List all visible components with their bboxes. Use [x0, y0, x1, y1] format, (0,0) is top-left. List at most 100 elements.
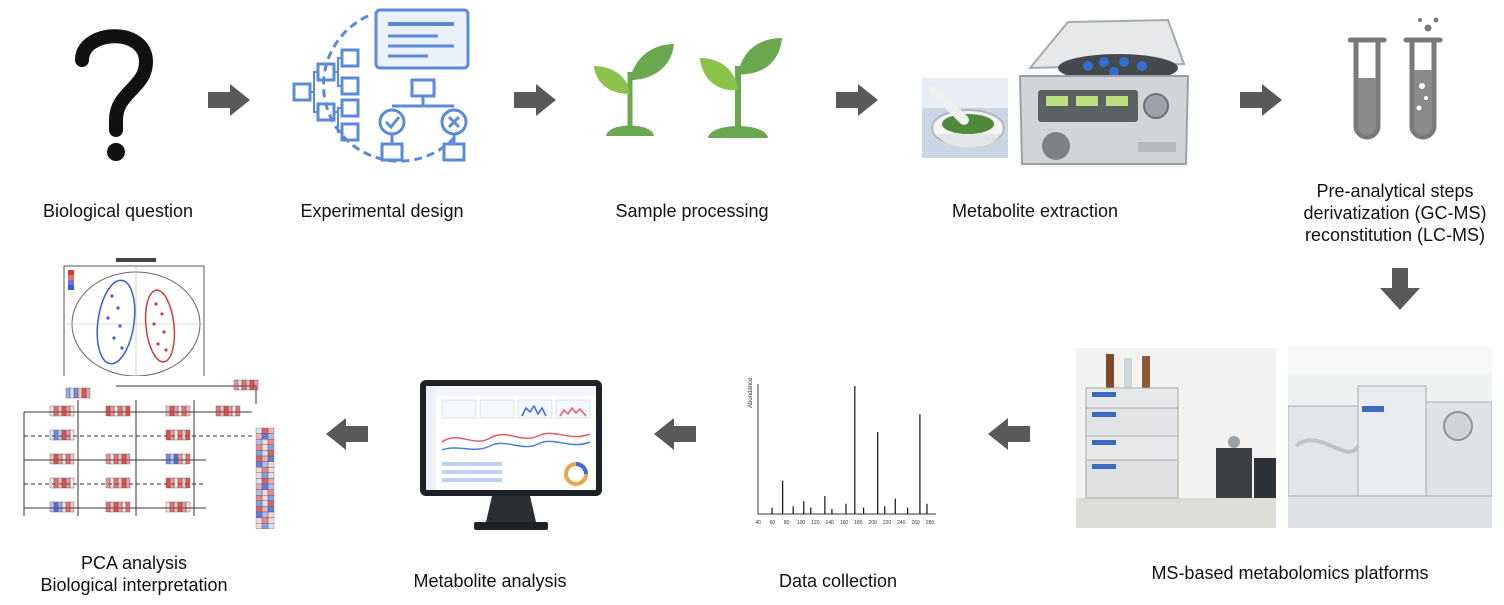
heatmap-cell — [173, 429, 179, 441]
heatmap-cell — [267, 461, 275, 468]
heatmap-cell — [267, 455, 275, 462]
heatmap-cell — [261, 500, 269, 507]
heatmap-cell — [267, 427, 275, 434]
heatmap-cell — [125, 501, 131, 513]
heatmap-cell — [261, 517, 269, 524]
heatmap-cell — [113, 477, 119, 489]
heatmap-cell — [109, 501, 115, 513]
heatmap-cell — [233, 379, 239, 391]
heatmap-cell — [105, 477, 111, 489]
arrow-left-icon — [988, 418, 1030, 450]
heatmap-cell — [255, 455, 263, 462]
heatmap-cell — [49, 453, 55, 465]
heatmap-cell — [49, 501, 55, 513]
heatmap-cell — [267, 511, 275, 518]
heatmap-cell — [241, 379, 247, 391]
heatmap-cell — [253, 379, 259, 391]
heatmap-cell — [181, 501, 187, 513]
heatmap-cell — [169, 501, 175, 513]
label-line: Biological question — [42, 201, 194, 221]
heatmap-cell — [117, 501, 123, 513]
heatmap-cell — [165, 477, 171, 489]
pca-score-plot — [63, 258, 205, 381]
heatmap-cell — [255, 495, 263, 501]
label-line: Metabolite extraction — [951, 201, 1119, 221]
heatmap-cell — [125, 453, 131, 465]
heatmap-cell — [173, 405, 179, 417]
heatmap-cell — [255, 427, 263, 434]
heatmap-cell — [267, 467, 275, 473]
heatmap-cell — [255, 511, 263, 518]
heatmap-cell — [69, 477, 75, 489]
heatmap-cell — [109, 453, 115, 465]
heatmap-cell — [117, 405, 123, 417]
heatmap-cell — [267, 450, 275, 457]
heatmap-cell — [237, 379, 243, 391]
heatmap-cell — [173, 501, 179, 513]
heatmap-cell — [267, 439, 275, 445]
heatmap-cell — [255, 483, 263, 490]
heatmap-cell — [57, 405, 63, 417]
heatmap-cell — [61, 477, 67, 489]
heatmap-cell — [73, 387, 79, 399]
heatmap-cell — [255, 472, 263, 479]
centrifuge-photo — [1008, 16, 1194, 174]
heatmap-cell — [261, 511, 269, 518]
heatmap-cell — [53, 453, 59, 465]
heatmap-cell — [69, 429, 75, 441]
heatmap-cell — [267, 500, 275, 507]
heatmap-cell — [65, 453, 71, 465]
heatmap-cell — [121, 405, 127, 417]
svg-text:Abundance: Abundance — [748, 377, 754, 408]
heatmap-cell — [267, 433, 275, 440]
label-sample-processing: Sample processing — [592, 200, 792, 222]
arrow-right-icon — [208, 84, 250, 116]
heatmap-cell — [117, 453, 123, 465]
heatmap-cell — [113, 501, 119, 513]
heatmap-cell — [261, 439, 269, 445]
heatmap-cell — [261, 433, 269, 440]
heatmap-cell — [261, 444, 269, 451]
heatmap-cell — [49, 477, 55, 489]
label-metabolite-analysis: Metabolite analysis — [390, 570, 590, 592]
heatmap-cell — [267, 478, 275, 485]
spectrum-tick-label: 280 — [926, 520, 935, 526]
heatmap-cell — [255, 523, 263, 529]
heatmap-cell — [255, 461, 263, 468]
spectrum-tick-label: 140 — [825, 520, 834, 526]
arrow-down-icon — [1380, 268, 1420, 310]
label-line: PCA analysis — [80, 553, 188, 573]
spectrum-tick-label: 240 — [897, 520, 906, 526]
heatmap-cell — [53, 429, 59, 441]
label-line: Data collection — [778, 571, 898, 591]
heatmap-cell — [49, 405, 55, 417]
heatmap-cell — [255, 444, 263, 451]
arrow-right-icon — [514, 84, 556, 116]
heatmap-cell — [245, 379, 251, 391]
heatmap-cell — [227, 405, 233, 417]
heatmap-cell — [53, 405, 59, 417]
heatmap-cell — [61, 501, 67, 513]
heatmap-cell — [57, 501, 63, 513]
heatmap-cell — [261, 489, 269, 496]
spectrum-tick-label: 220 — [883, 520, 892, 526]
heatmap-cell — [65, 387, 71, 399]
heatmap-cell — [177, 453, 183, 465]
heatmap-cell — [121, 453, 127, 465]
spectrum-tick-label: 180 — [854, 520, 863, 526]
label-ms-platforms: MS-based metabolomics platforms — [1120, 562, 1460, 584]
spectrum-tick-label: 100 — [797, 520, 806, 526]
heatmap-cell — [261, 467, 269, 473]
heatmap-cell — [165, 429, 171, 441]
heatmap-cell — [267, 489, 275, 496]
heatmap-cell — [69, 387, 75, 399]
heatmap-cell — [185, 429, 191, 441]
label-biological-question: Biological question — [18, 200, 218, 222]
heatmap-cell — [117, 477, 123, 489]
heatmap-cell — [177, 405, 183, 417]
heatmap-cell — [185, 405, 191, 417]
heatmap-cell — [169, 477, 175, 489]
heatmap-cell — [181, 477, 187, 489]
spectrum-tick-label: 260 — [911, 520, 920, 526]
